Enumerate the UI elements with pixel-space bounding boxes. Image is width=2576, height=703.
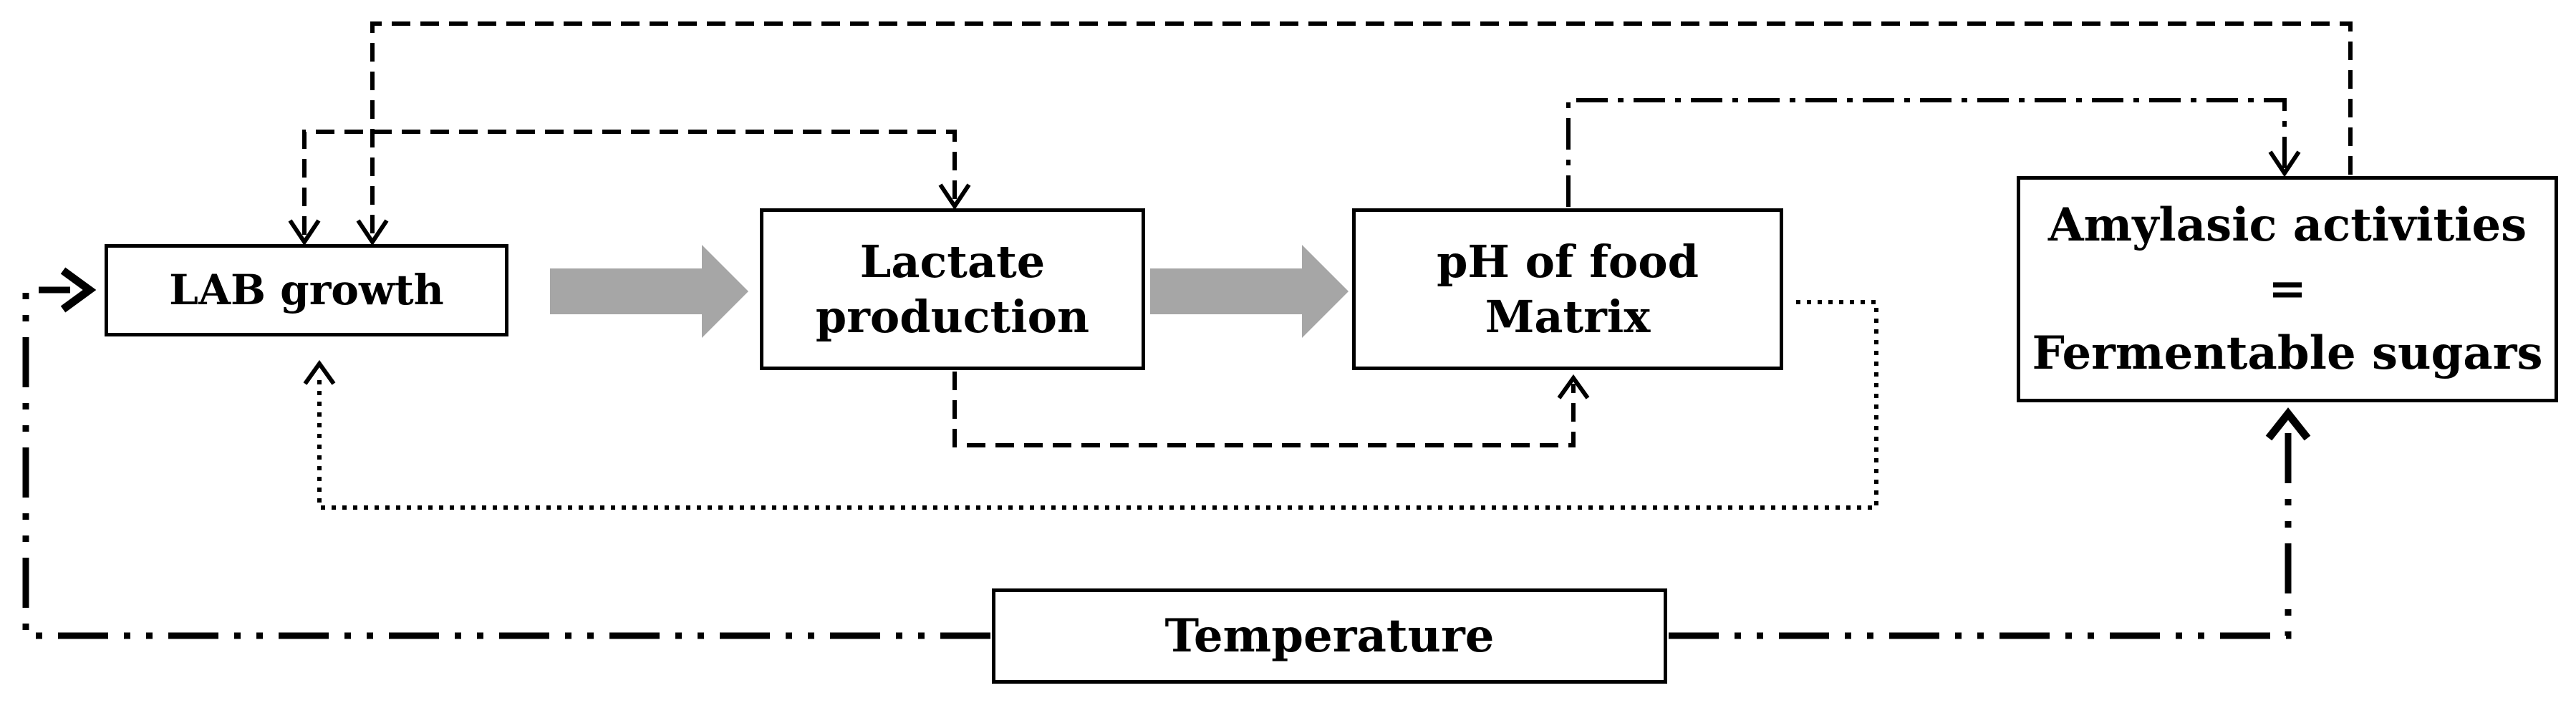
dashed-edge-lab-to-lactate xyxy=(302,130,957,235)
dash-dot-edge-ph-to-amyl xyxy=(1566,98,2287,207)
block-arrow-lab-to-lactate xyxy=(550,245,748,338)
node-lactate-production: Lactate production xyxy=(760,208,1145,370)
node-amylasic-activities: Amylasic activities = Fermentable sugars xyxy=(2017,176,2558,402)
node-amyl-line-1: Amylasic activities xyxy=(2047,198,2527,252)
node-ph-line-1: pH of food xyxy=(1437,235,1699,288)
node-temperature: Temperature xyxy=(992,588,1667,684)
dash-dot-dot-edge-temp-to-amyl xyxy=(1669,428,2292,639)
node-lab-growth: LAB growth xyxy=(105,244,508,336)
arrowhead-dashed-at-lab-left xyxy=(288,219,321,246)
arrowhead-dotted-at-lab xyxy=(303,359,336,385)
node-ph-food-matrix: pH of food Matrix xyxy=(1352,208,1783,370)
arrowhead-dashed-at-ph xyxy=(1557,374,1590,399)
dash-dot-dot-edge-temp-to-lab xyxy=(22,286,990,639)
arrowhead-dash-dot-at-amyl xyxy=(2268,150,2301,178)
node-lactate-line-2: production xyxy=(815,291,1090,343)
arrowhead-thick-at-lab xyxy=(60,267,97,313)
node-lactate-line-1: Lactate xyxy=(859,235,1046,288)
node-amyl-line-2: = xyxy=(2268,262,2307,316)
node-ph-line-2: Matrix xyxy=(1485,291,1651,343)
arrowhead-thick-at-amyl xyxy=(2265,407,2311,441)
arrowhead-dashed-at-lab-right xyxy=(356,219,389,246)
dashed-edge-lactate-to-ph xyxy=(952,372,1576,447)
arrowhead-dashed-at-lactate xyxy=(938,183,971,210)
block-arrow-lactate-to-ph xyxy=(1150,245,1349,338)
dashed-edge-amyl-to-lab xyxy=(370,21,2353,235)
node-lab-growth-label: LAB growth xyxy=(169,266,444,315)
node-amyl-line-3: Fermentable sugars xyxy=(2032,326,2543,380)
node-temperature-label: Temperature xyxy=(1164,609,1495,663)
